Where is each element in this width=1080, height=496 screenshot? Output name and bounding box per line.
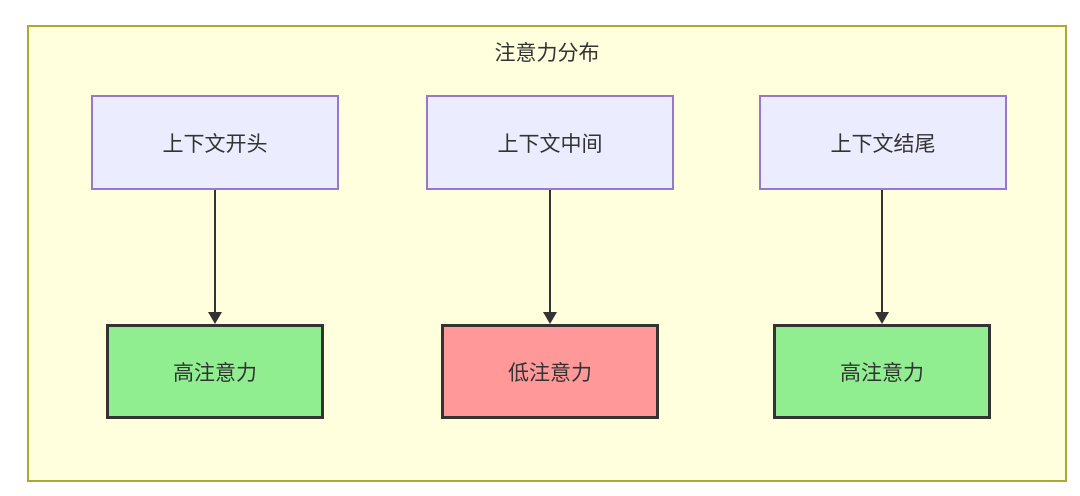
- node-context-end: 上下文结尾: [759, 95, 1007, 190]
- node-high-attention-2: 高注意力: [773, 324, 991, 419]
- arrow-head-icon: [543, 312, 557, 324]
- arrow-down-icon: [208, 190, 222, 324]
- node-label: 上下文结尾: [830, 132, 936, 156]
- arrow-down-icon: [875, 190, 889, 324]
- node-label: 上下文中间: [497, 132, 603, 156]
- arrow-shaft: [881, 190, 883, 312]
- node-label: 高注意力: [840, 361, 924, 385]
- arrow-shaft: [214, 190, 216, 312]
- node-label: 上下文开头: [162, 132, 268, 156]
- node-context-middle: 上下文中间: [426, 95, 674, 190]
- node-label: 低注意力: [508, 361, 592, 385]
- diagram-title: 注意力分布: [494, 42, 600, 65]
- arrow-head-icon: [875, 312, 889, 324]
- arrow-shaft: [549, 190, 551, 312]
- attention-distribution-container: 注意力分布 上下文开头 高注意力 上下文中间 低注意力 上下文结尾: [27, 25, 1067, 482]
- node-label: 高注意力: [173, 361, 257, 385]
- arrow-down-icon: [543, 190, 557, 324]
- node-context-beginning: 上下文开头: [91, 95, 339, 190]
- node-low-attention: 低注意力: [441, 324, 659, 419]
- node-high-attention-1: 高注意力: [106, 324, 324, 419]
- arrow-head-icon: [208, 312, 222, 324]
